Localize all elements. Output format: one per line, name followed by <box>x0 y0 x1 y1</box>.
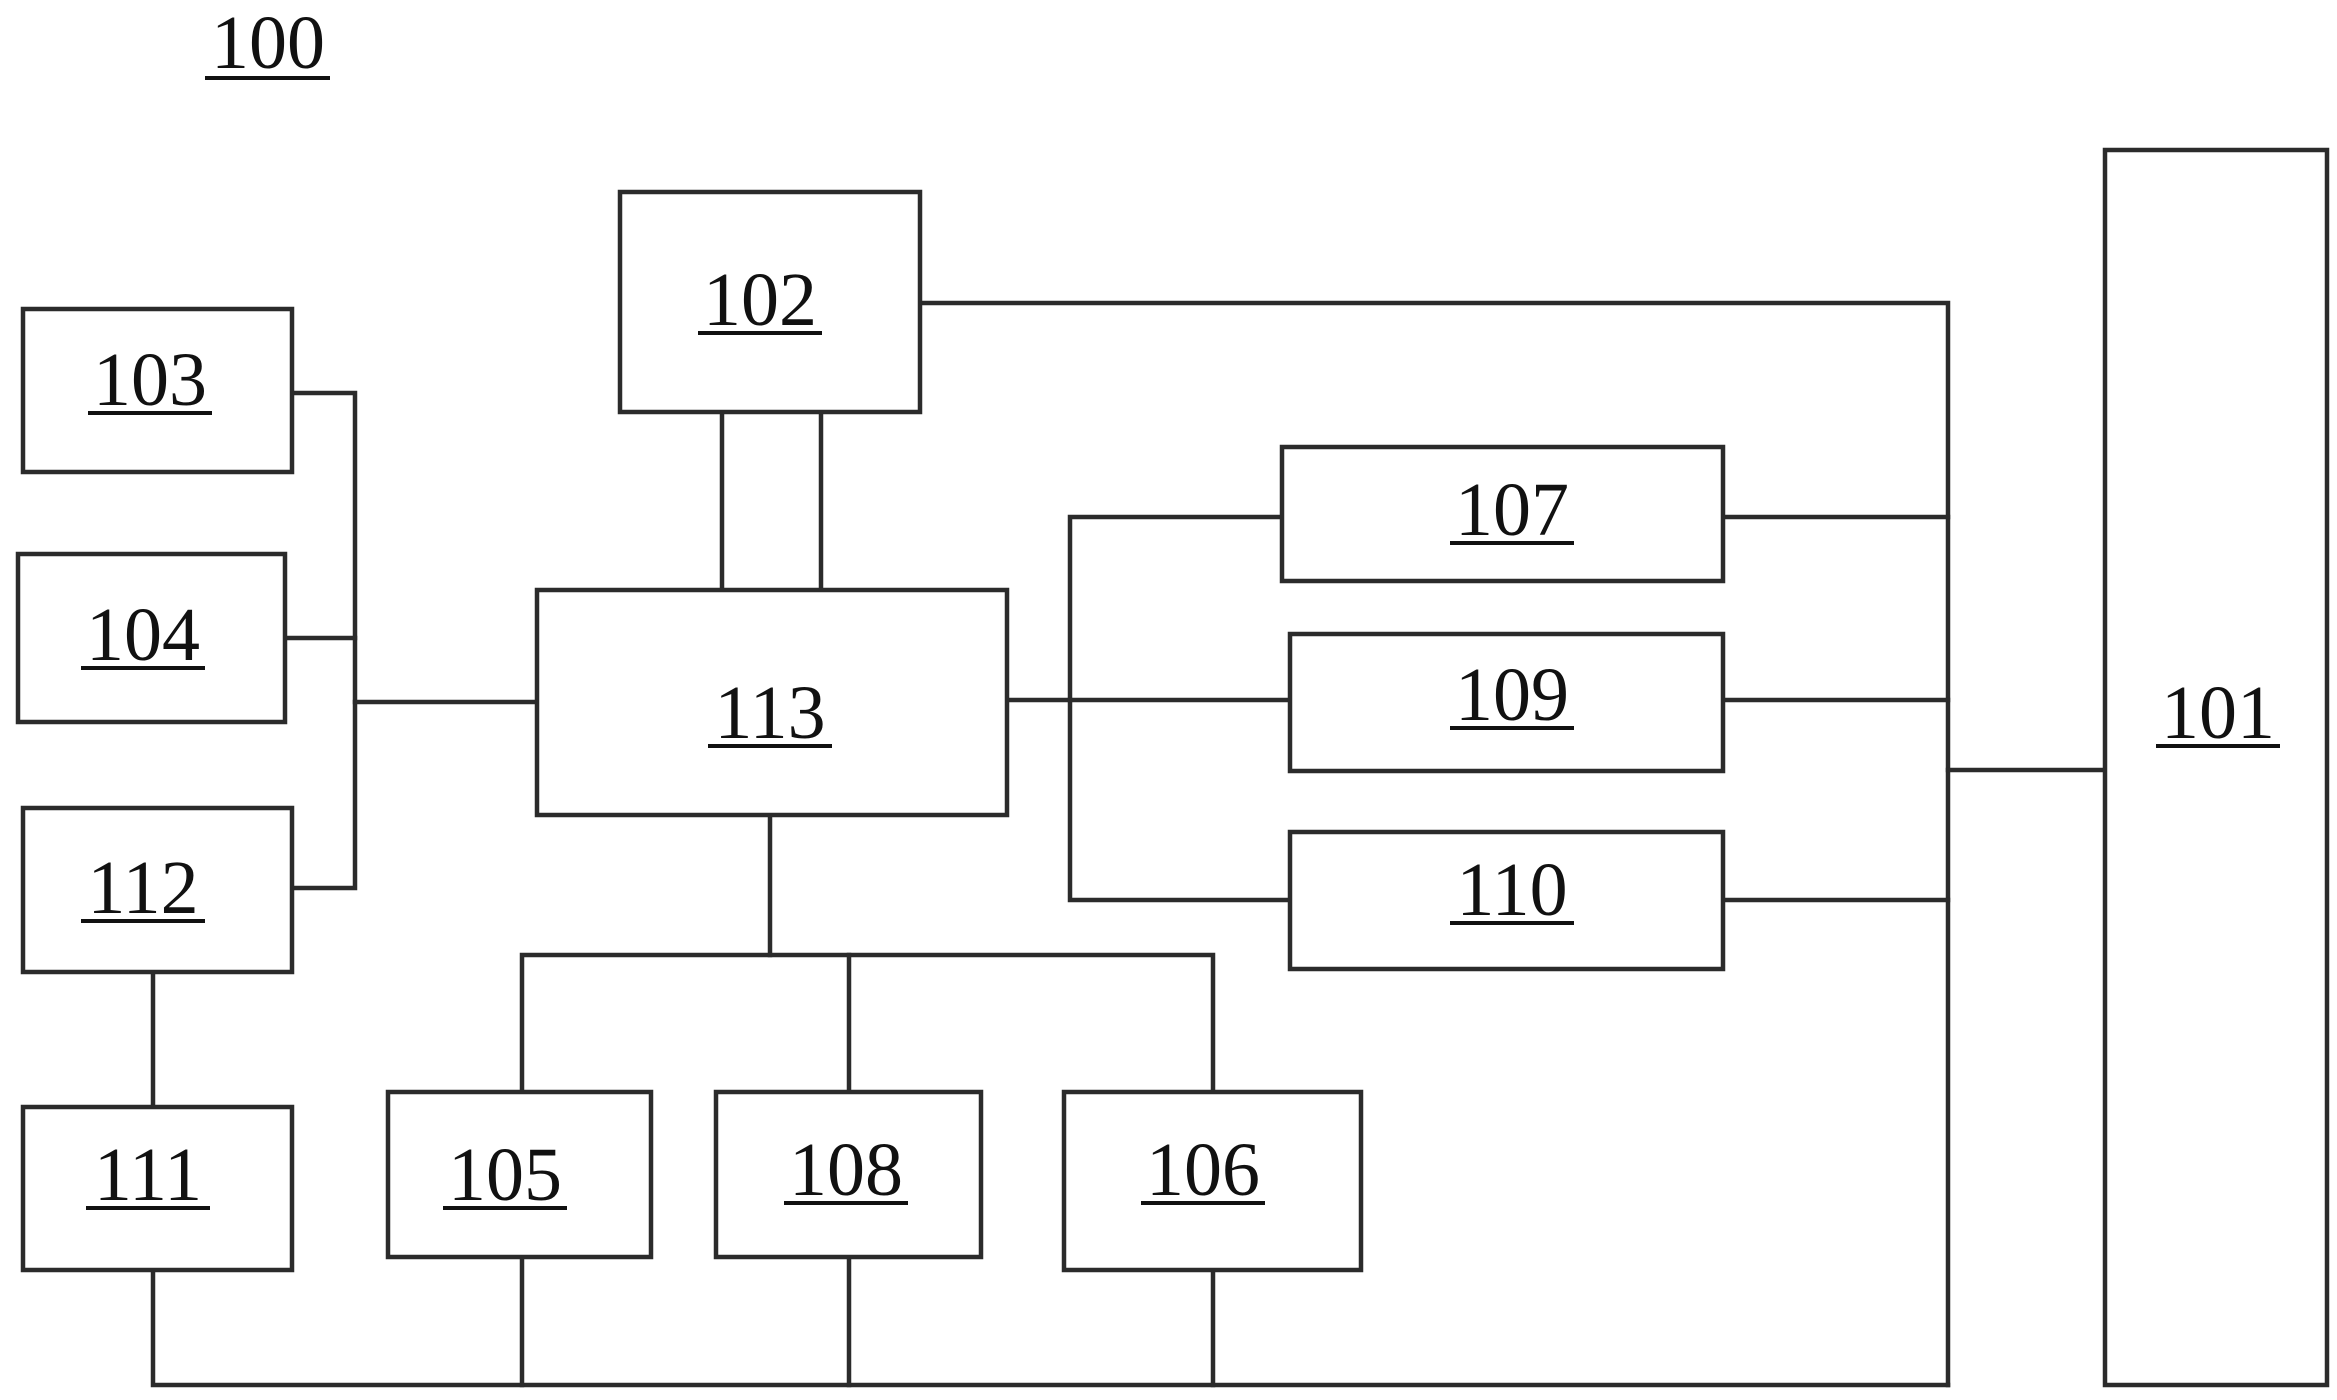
block-109: 109 <box>1287 631 1726 774</box>
block-102-label: 102 <box>703 258 817 342</box>
wire-103-bus <box>289 390 358 891</box>
wire-down-bus <box>519 952 1216 1095</box>
block-104-label: 104 <box>86 593 200 677</box>
block-112: 112 <box>20 805 295 975</box>
block-108: 108 <box>713 1089 984 1260</box>
block-107-label: 107 <box>1455 468 1569 552</box>
block-103: 103 <box>20 306 295 475</box>
figure-number: 100 <box>211 1 325 85</box>
block-112-label: 112 <box>87 846 198 930</box>
block-113: 113 <box>534 587 1010 818</box>
block-105: 105 <box>385 1089 654 1260</box>
wire-102-bus <box>917 300 1951 1388</box>
block-111: 111 <box>20 1104 295 1273</box>
block-109-label: 109 <box>1455 653 1569 737</box>
block-111-label: 111 <box>94 1133 202 1217</box>
block-110: 110 <box>1287 829 1726 972</box>
block-101: 101 <box>2102 147 2330 1388</box>
block-104: 104 <box>15 551 288 725</box>
block-105-label: 105 <box>448 1133 562 1217</box>
block-106: 106 <box>1061 1089 1364 1273</box>
block-106-label: 106 <box>1146 1128 1260 1212</box>
wire-bottom-bus <box>150 1267 1951 1388</box>
block-113-label: 113 <box>714 671 825 755</box>
figure-label: 100 <box>205 1 330 85</box>
block-107: 107 <box>1279 444 1726 584</box>
block-103-label: 103 <box>93 338 207 422</box>
block-102: 102 <box>617 189 923 415</box>
block-110-label: 110 <box>1456 848 1567 932</box>
block-108-label: 108 <box>789 1128 903 1212</box>
connections <box>150 300 2108 1388</box>
block-101-label: 101 <box>2161 671 2275 755</box>
wire-branch-107-110 <box>1067 514 1293 903</box>
